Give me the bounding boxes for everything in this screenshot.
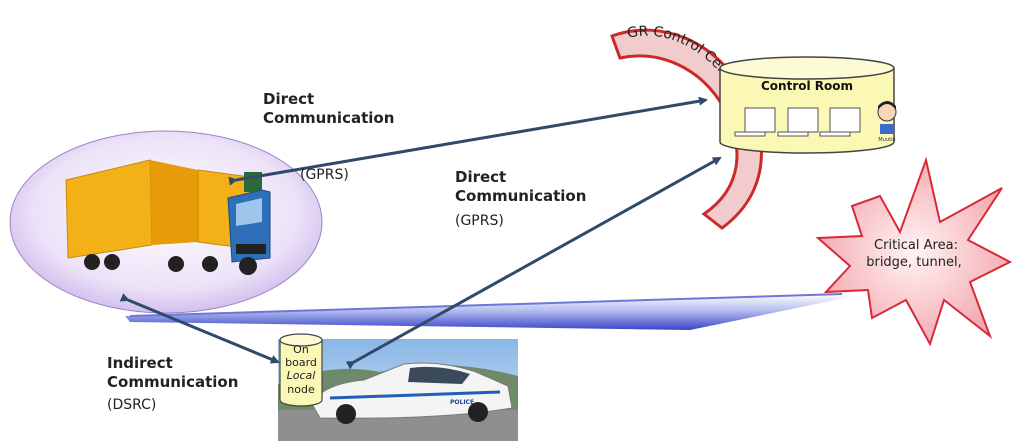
direct-comm-mid-label: Direct Communication [455, 168, 586, 206]
arrow-direct-mid [345, 156, 722, 370]
onboard-node-line4: node [287, 382, 315, 396]
gprs-mid-label: (GPRS) [455, 213, 504, 229]
onboard-node-line3: Local [286, 369, 316, 383]
workstation-icons [734, 107, 861, 137]
indirect-comm-label: Indirect Communication [107, 354, 238, 392]
indirect-comm-line2: Communication [107, 372, 239, 391]
control-room: Control Room Muutin [719, 56, 897, 154]
critical-area-line2: bridge, tunnel, [866, 255, 962, 270]
direct-comm-top-label: Direct Communication [263, 90, 394, 128]
gprs-top-label: (GPRS) [300, 167, 349, 183]
control-room-title: Control Room [761, 79, 853, 93]
direct-comm-mid-line2: Communication [455, 186, 587, 205]
onboard-node-cylinder [279, 333, 323, 407]
operator-icon [877, 101, 897, 134]
arrow-indirect [119, 293, 280, 364]
critical-area-starburst [815, 156, 1013, 347]
truck-group [9, 130, 323, 314]
onboard-node-line2: board [285, 356, 317, 370]
indirect-comm-line1: Indirect [107, 354, 173, 372]
arrow-direct-top [228, 96, 708, 186]
critical-area-line1: Critical Area: [874, 238, 958, 253]
onboard-node-line1: On [293, 343, 309, 356]
direct-comm-mid-line1: Direct [455, 168, 507, 186]
police-decal: POLICE [450, 399, 474, 406]
direct-comm-top-line2: Communication [263, 108, 395, 127]
truck-icon [65, 159, 271, 275]
operator-badge: Muutin [878, 137, 895, 143]
dsrc-label: (DSRC) [107, 397, 157, 413]
onboard-node-label: On board Local node [280, 343, 322, 396]
direct-comm-top-line1: Direct [263, 90, 315, 108]
